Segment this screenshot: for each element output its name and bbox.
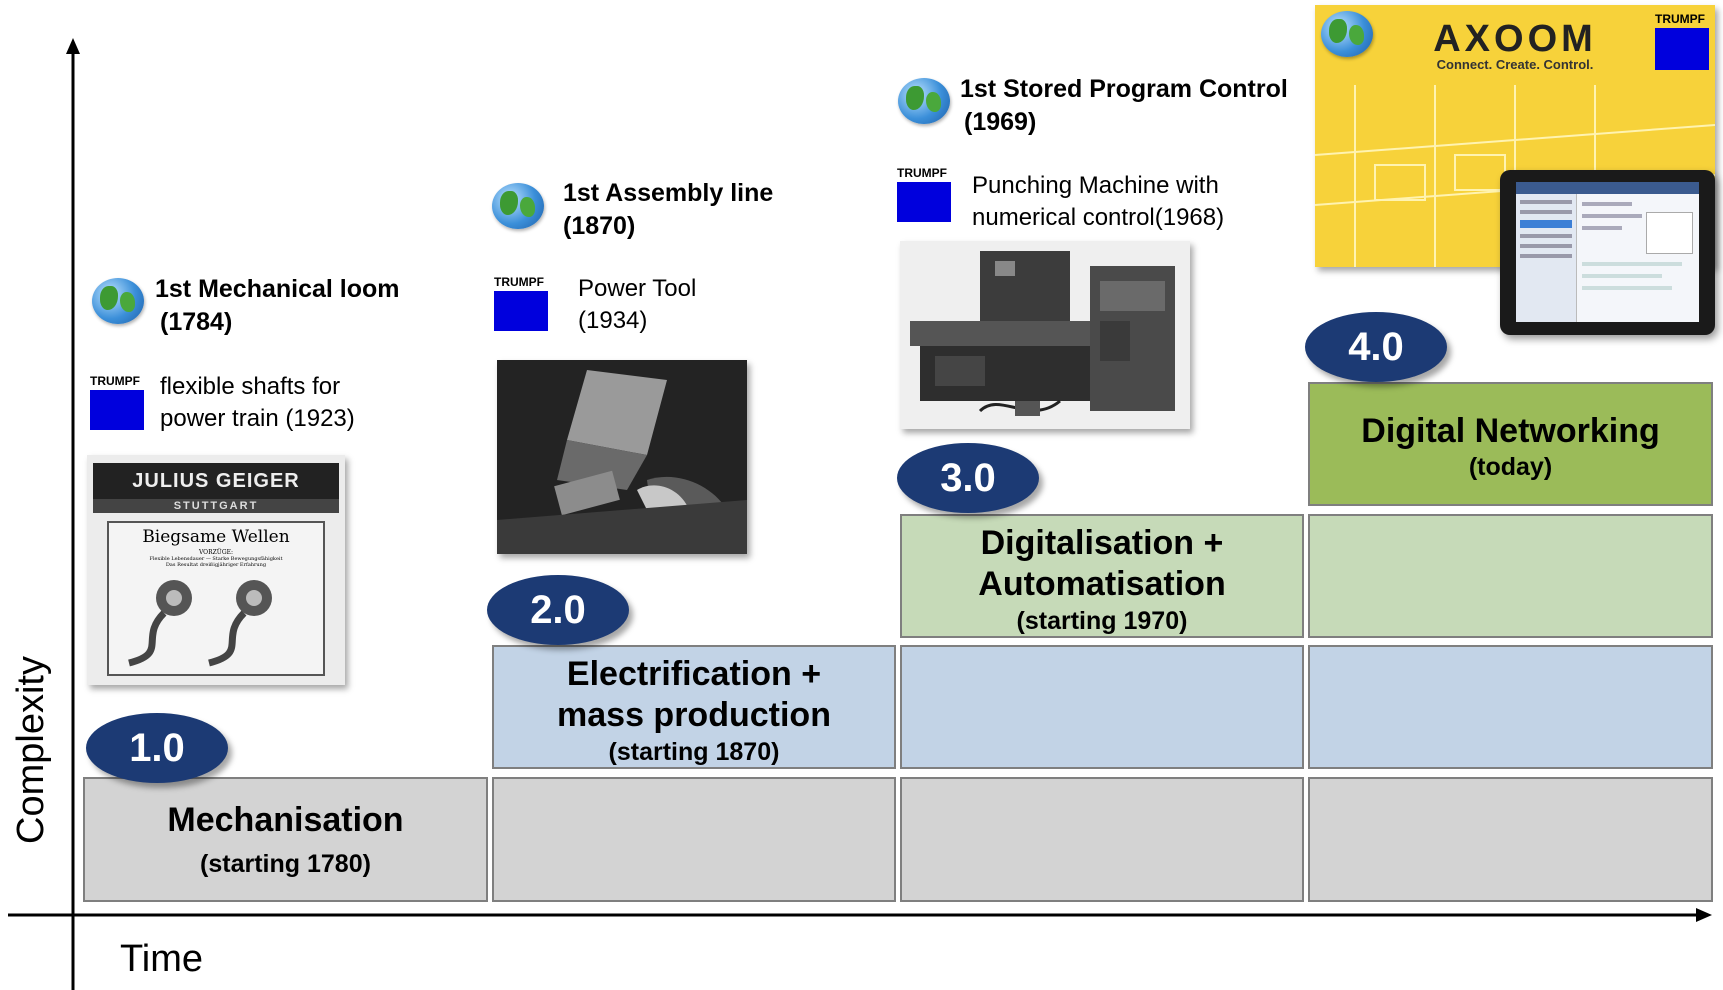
stage-3-cell: Digitalisation + Automatisation (startin…	[900, 514, 1304, 638]
stage-2-title-line2: mass production	[557, 696, 831, 734]
stage-1-badge: 1.0	[86, 713, 228, 783]
world-globe-icon	[492, 183, 544, 229]
stage-3-badge: 3.0	[897, 443, 1039, 513]
flexible-shafts-photo: JULIUS GEIGER STUTTGART Biegsame Wellen …	[87, 455, 345, 685]
power-tool-drawing	[497, 360, 747, 554]
stage-4-badge: 4.0	[1305, 312, 1447, 382]
stage-2-subtitle: (starting 1870)	[608, 738, 780, 766]
axoom-tagline: Connect. Create. Control.	[1436, 57, 1594, 72]
stage-2-cell: Electrification + mass production (start…	[492, 645, 896, 769]
world-globe-icon	[1321, 11, 1373, 57]
trumpf-logo-icon: TRUMPF	[90, 375, 146, 430]
milestone-2-trumpf-line2: (1934)	[578, 307, 648, 334]
photo-line2: Das Resultat dreißigjähriger Erfahrung	[165, 562, 267, 568]
grid-cell	[1308, 777, 1713, 902]
world-globe-icon	[898, 78, 950, 124]
trumpf-logo-icon: TRUMPF	[897, 167, 953, 222]
milestone-3-world-line1: 1st Stored Program Control	[960, 75, 1288, 103]
x-axis-label: Time	[120, 938, 204, 980]
grid-cell	[492, 777, 896, 902]
milestone-1-trumpf-line2: power train (1923)	[160, 405, 355, 432]
photo-header: JULIUS GEIGER	[93, 463, 339, 499]
stage-4-subtitle: (today)	[1468, 453, 1553, 481]
milestone-2-trumpf-line1: Power Tool	[578, 275, 697, 302]
grid-cell	[900, 777, 1304, 902]
stage-1-cell: Mechanisation (starting 1780)	[83, 777, 488, 902]
photo-title: Biegsame Wellen	[142, 527, 290, 547]
milestone-3-world-line2: (1969)	[964, 108, 1037, 136]
trumpf-logo-icon: TRUMPF	[494, 276, 550, 331]
punching-machine-photo	[900, 241, 1190, 429]
photo-city: STUTTGART	[93, 499, 339, 513]
stage-2-badge: 2.0	[487, 575, 629, 645]
trumpf-logo-text: TRUMPF	[90, 374, 140, 388]
trumpf-logo-text: TRUMPF	[494, 275, 544, 289]
punching-machine-drawing	[900, 241, 1190, 429]
stage-1-title: Mechanisation	[167, 801, 404, 839]
stage-3-subtitle: (starting 1970)	[1016, 607, 1188, 635]
trumpf-logo-text: TRUMPF	[1655, 12, 1705, 26]
stage-2-title-line1: Electrification +	[566, 655, 822, 693]
stage-4-cell: Digital Networking (today)	[1308, 382, 1713, 506]
trumpf-logo-icon: TRUMPF	[1655, 13, 1711, 70]
y-axis-label: Complexity	[10, 656, 52, 844]
tablet-device	[1500, 170, 1715, 335]
milestone-2-world-line1: 1st Assembly line	[563, 179, 774, 207]
power-tool-photo	[497, 360, 747, 554]
milestone-2-world-line2: (1870)	[563, 212, 636, 240]
world-globe-icon	[92, 278, 144, 324]
shaft-drawing	[128, 580, 272, 667]
milestone-1-world-line1: 1st Mechanical loom	[155, 275, 400, 303]
milestone-3-trumpf-line1: Punching Machine with	[972, 172, 1219, 199]
grid-cell	[900, 645, 1304, 769]
stage-1-subtitle: (starting 1780)	[200, 850, 371, 878]
milestone-1-world-line2: (1784)	[160, 308, 233, 336]
stage-3-title-line1: Digitalisation +	[980, 524, 1224, 562]
stage-3-title-line2: Automatisation	[978, 565, 1226, 603]
trumpf-logo-text: TRUMPF	[897, 166, 947, 180]
grid-cell	[1308, 645, 1713, 769]
grid-cell	[1308, 514, 1713, 638]
stage-4-title: Digital Networking	[1361, 412, 1660, 450]
photo-sub: VORZÜGE:	[198, 549, 234, 556]
milestone-1-trumpf-line1: flexible shafts for	[160, 373, 341, 400]
axoom-title: AXOOM	[1433, 18, 1597, 60]
milestone-3-trumpf-line2: numerical control(1968)	[972, 204, 1225, 231]
photo-line1: Flexible Lebensdauer — Starke Bewegungsf…	[149, 556, 283, 562]
